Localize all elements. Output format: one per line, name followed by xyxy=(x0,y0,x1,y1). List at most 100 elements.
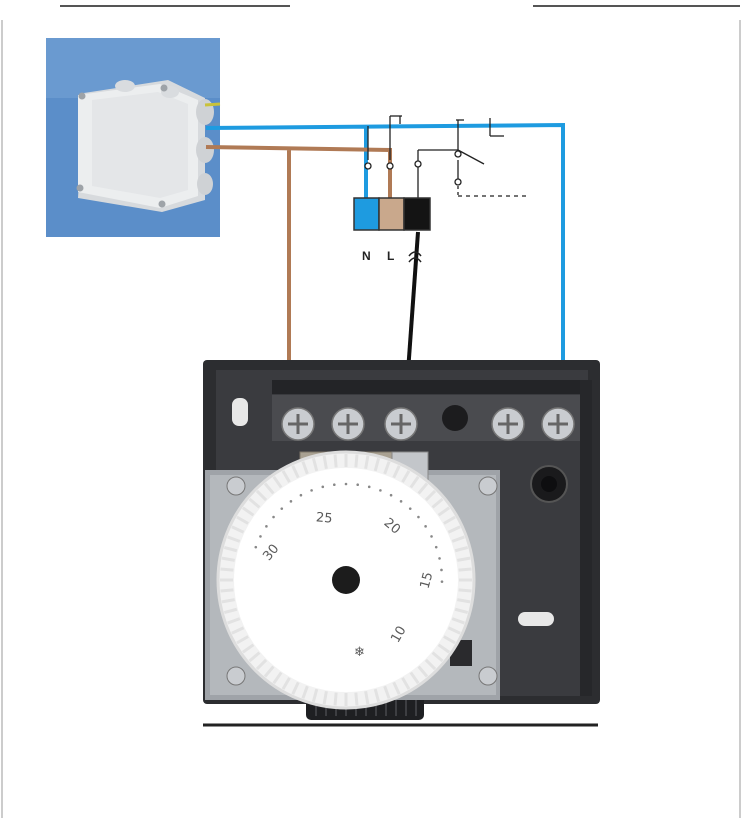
dial-tick xyxy=(392,465,401,479)
dial-dot xyxy=(440,568,443,572)
screw-terminal-1 xyxy=(281,407,315,441)
dial-dot xyxy=(265,525,268,528)
dial-tick xyxy=(383,685,391,699)
dial-dot xyxy=(310,489,313,492)
dial-tick xyxy=(401,470,411,483)
frost-icon: ❄ xyxy=(354,645,365,660)
dial-tick xyxy=(431,651,444,663)
dial-tick xyxy=(220,567,234,572)
dial-dot xyxy=(389,493,393,497)
dial-tick xyxy=(255,489,268,502)
dial-tick xyxy=(373,457,381,472)
dial-dot xyxy=(417,515,420,519)
dial-tick xyxy=(291,465,300,479)
dial-dot xyxy=(280,507,284,510)
dial-tick xyxy=(311,457,319,472)
dial-tick xyxy=(447,626,461,635)
dial-tick xyxy=(447,525,461,534)
dial-tick xyxy=(322,455,328,469)
dial-mark-15: 15 xyxy=(418,571,437,591)
dial-dot xyxy=(333,483,336,487)
screw-terminal-2 xyxy=(331,407,365,441)
junction-box xyxy=(46,38,221,237)
dial-dot xyxy=(440,580,444,583)
dial-tick xyxy=(443,635,456,645)
dial-tick xyxy=(236,635,249,645)
dial-tick xyxy=(333,692,338,706)
dial-tick xyxy=(248,497,261,509)
dial-dot xyxy=(408,507,412,510)
switched-live-symbol-icon xyxy=(408,251,422,263)
screw-terminal-4 xyxy=(491,407,525,441)
dial-tick xyxy=(457,556,471,562)
dial-tick xyxy=(392,681,401,695)
dial-tick xyxy=(417,665,429,678)
dial-dot xyxy=(424,525,427,528)
dial-dot xyxy=(367,485,371,489)
dial-tick xyxy=(354,692,359,706)
dial-tick xyxy=(223,545,238,553)
dial-tick xyxy=(333,454,338,468)
dial-tick xyxy=(221,598,235,604)
dial-tick xyxy=(457,598,471,604)
live-label: L xyxy=(387,249,394,263)
dial-tick xyxy=(248,651,261,663)
dial-tick xyxy=(255,658,268,671)
dial-tick xyxy=(383,461,391,475)
dial-tick xyxy=(424,489,437,502)
dial-tick xyxy=(236,515,249,525)
dial-tick xyxy=(451,535,465,543)
dial-tick xyxy=(424,658,437,671)
dial-dot xyxy=(356,483,359,487)
dial-tick xyxy=(291,681,300,695)
dial-tick xyxy=(272,475,283,489)
dial-mark-10: 10 xyxy=(388,624,409,646)
dial-tick xyxy=(281,677,291,690)
dial-tick xyxy=(443,515,456,525)
dial-dot xyxy=(254,545,258,549)
dial-tick xyxy=(281,470,291,483)
dial-tick xyxy=(409,671,420,685)
dial-tick xyxy=(373,688,381,703)
dial-dot xyxy=(399,500,403,503)
dial-tick xyxy=(401,677,411,690)
dial-tick xyxy=(354,454,359,468)
dial-tick xyxy=(272,671,283,685)
dial-tick xyxy=(223,607,238,615)
dial-tick xyxy=(263,482,275,495)
dial-tick xyxy=(263,665,275,678)
dial-dot xyxy=(430,535,433,538)
dial-tick xyxy=(220,588,234,593)
dial-tick xyxy=(364,691,370,705)
dial-dot xyxy=(259,535,262,538)
dial-tick xyxy=(437,643,451,654)
dial-dot xyxy=(438,557,441,560)
dial-tick xyxy=(458,567,472,572)
dial-tick xyxy=(454,607,469,615)
dial-tick xyxy=(231,626,245,635)
dial-tick xyxy=(311,688,319,703)
screw-terminal-3 xyxy=(384,407,418,441)
dial-tick xyxy=(241,506,255,517)
dial-ticks xyxy=(220,454,472,706)
dial-tick xyxy=(322,691,328,705)
dial-tick xyxy=(231,525,245,534)
dial-tick xyxy=(227,535,241,543)
dial-dot xyxy=(321,485,325,489)
dial-dot xyxy=(272,515,275,519)
screw-terminals xyxy=(281,405,575,441)
dial-tick xyxy=(431,497,444,509)
dial-tick xyxy=(227,617,241,625)
dial-tick xyxy=(458,588,472,593)
dial-dot xyxy=(289,500,293,503)
terminal-block: N L xyxy=(353,197,431,263)
screw-terminal-5 xyxy=(541,407,575,441)
temperature-dial[interactable]: 10 15 20 25 30 ❄ xyxy=(216,450,476,710)
dial-tick xyxy=(409,475,420,489)
dial-tick xyxy=(451,617,465,625)
dial-tick xyxy=(301,461,309,475)
dial-tick xyxy=(301,685,309,699)
dial-dot xyxy=(379,489,382,492)
dial-tick xyxy=(437,506,451,517)
